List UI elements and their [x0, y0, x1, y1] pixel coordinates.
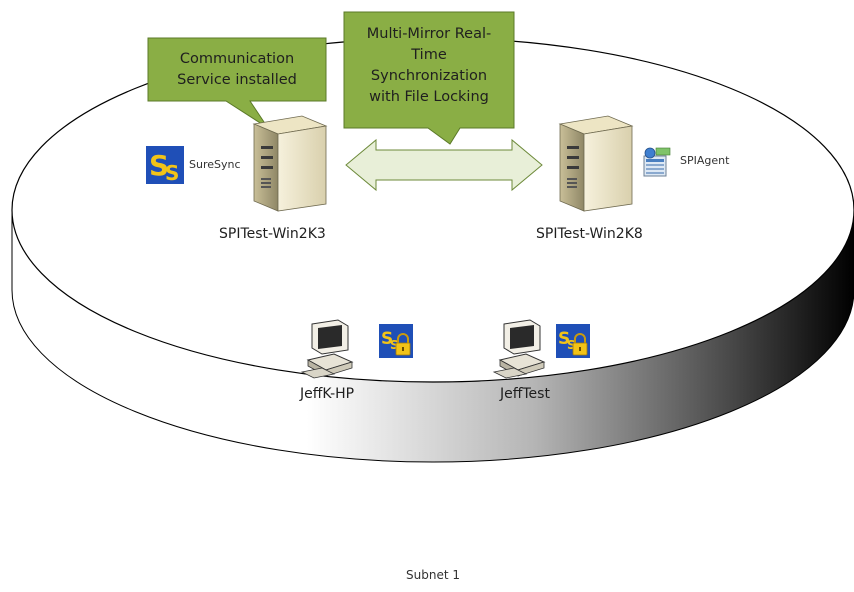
callout-line: Service installed: [177, 72, 297, 88]
svg-text:S: S: [558, 329, 570, 349]
server-icon[interactable]: [558, 115, 634, 212]
workstation-icon[interactable]: [300, 319, 354, 379]
spiagent-label: SPIAgent: [680, 154, 730, 167]
server-icon[interactable]: [252, 115, 328, 212]
subnet-disk: [11, 37, 854, 463]
workstation-name: JeffK-HP: [300, 386, 355, 402]
spiagent-icon: [643, 147, 671, 177]
suresync-logo-icon: S S: [146, 146, 184, 185]
svg-text:S: S: [567, 338, 576, 352]
svg-text:S: S: [165, 161, 179, 185]
sync-arrow: [345, 138, 543, 192]
workstation-icon[interactable]: [492, 319, 546, 379]
svg-text:S: S: [381, 329, 393, 349]
suresync-lock-icon: S S: [379, 324, 413, 358]
workstation-name: JeffTest: [500, 386, 550, 402]
svg-text:S: S: [390, 338, 399, 352]
suresync-lock-icon: S S: [556, 324, 590, 358]
callout-line: Communication: [179, 51, 295, 67]
callout-left: [147, 37, 327, 129]
callout-line: Multi-Mirror Real-: [366, 26, 492, 42]
svg-text:S: S: [149, 149, 169, 182]
callout-left-text: Communication Service installed: [148, 49, 326, 91]
callout-top: [343, 11, 515, 145]
callout-top-text: Multi-Mirror Real- Time Synchronization …: [344, 24, 514, 108]
server-name-left: SPITest-Win2K3: [219, 226, 326, 242]
server-name-right: SPITest-Win2K8: [536, 226, 643, 242]
callout-line: Time: [411, 47, 447, 63]
callout-line: with File Locking: [369, 89, 489, 105]
callout-line: Synchronization: [370, 68, 488, 84]
subnet-label: Subnet 1: [406, 568, 460, 582]
suresync-label: SureSync: [189, 158, 241, 171]
